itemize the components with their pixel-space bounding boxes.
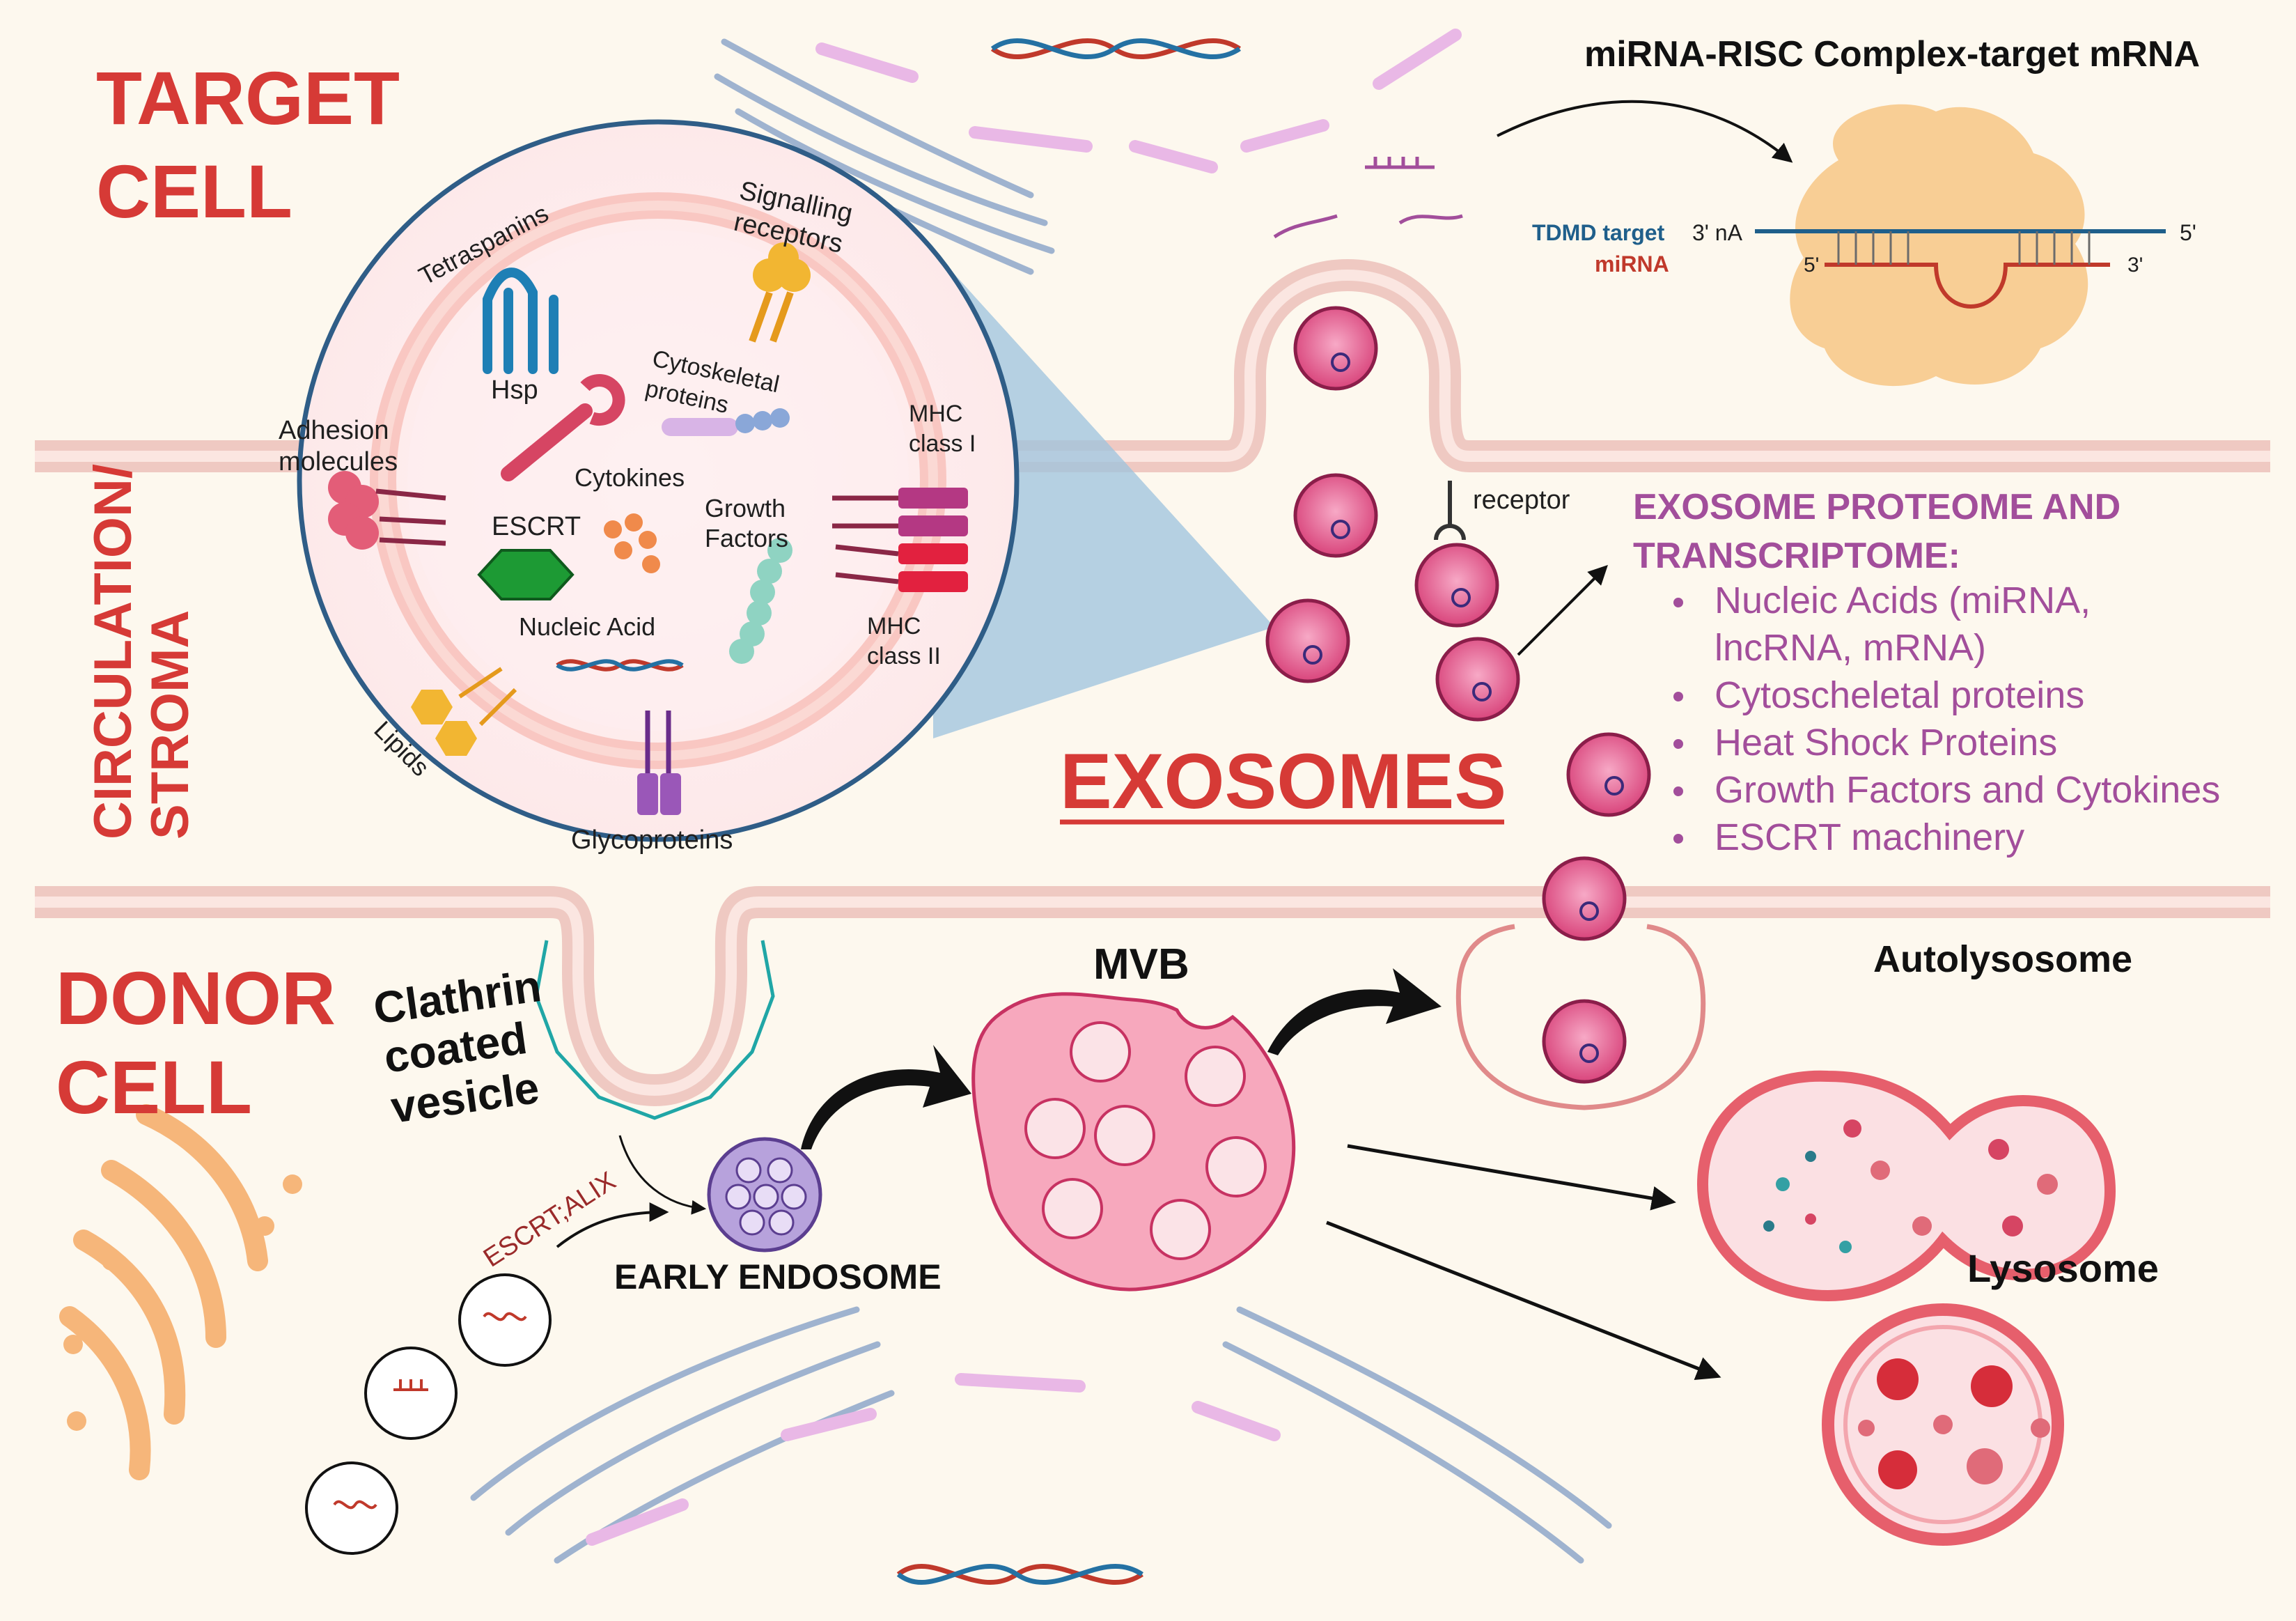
growth-factors-icon <box>729 538 792 664</box>
adhesion-label-1: Adhesion <box>279 416 389 445</box>
exosome-inset: Tetraspanins Signalling receptors Hsp Cy… <box>279 119 1020 855</box>
proteome-item-escrt: ESCRT machinery <box>1715 816 2024 858</box>
hsp-label: Hsp <box>491 375 538 405</box>
golgi-vesicles <box>63 1174 302 1431</box>
circulation-label-1: CIRCULATION/ <box>84 464 143 839</box>
cytokines-label: Cytokines <box>575 463 685 492</box>
lipids-icon <box>411 667 517 756</box>
proteome-item-nucleic-1: Nucleic Acids (miRNA, <box>1715 580 2091 621</box>
mirna-strand <box>1825 263 2110 309</box>
arrow-mvb-to-autolysosome <box>1347 1144 1676 1211</box>
exosomes-title: EXOSOMES <box>1060 738 1506 825</box>
exosome-cargo <box>1303 352 1624 1063</box>
mvb-intraluminal-vesicles <box>1024 1021 1267 1260</box>
cytoskeletal-protein-icon <box>662 408 790 436</box>
glycoproteins-icon <box>637 711 681 815</box>
proteome-bullets <box>1673 598 1683 844</box>
proteome-heading-1: EXOSOME PROTEOME AND <box>1633 487 2121 527</box>
arrow-escrt-to-endosome <box>556 1202 669 1248</box>
lysosome-enzymes <box>1858 1358 2050 1489</box>
exosome <box>1265 598 1350 683</box>
tdmd-target-label: TDMD target <box>1532 220 1665 245</box>
mirna-5p-label: 5' <box>1804 254 1819 277</box>
proteome-item-hsp: Heat Shock Proteins <box>1715 722 2057 763</box>
lower-membrane <box>35 886 2270 1106</box>
mirna-risc-title: miRNA-RISC Complex-target mRNA <box>1584 34 2200 75</box>
growth-factors-label-2: Factors <box>705 524 788 552</box>
exosome <box>1542 856 1627 941</box>
proteome-item-nucleic-2: lncRNA, mRNA) <box>1715 627 1986 669</box>
mvb-membrane-fusion <box>1455 924 1706 1110</box>
adhesion-label-2: molecules <box>279 447 398 476</box>
exosome <box>1566 732 1651 817</box>
lysosome-label: Lysosome <box>1967 1246 2159 1290</box>
nucleic-acid-label: Nucleic Acid <box>519 612 655 641</box>
arrow-mvb-to-secretion <box>1267 968 1442 1055</box>
proteome-heading-2: TRANSCRIPTOME: <box>1633 536 1960 576</box>
proteome-item-cytoskeletal: Cytoscheletal proteins <box>1715 674 2084 716</box>
mirna-3p-label: 3' <box>2127 254 2143 277</box>
mhc-i-label-2: class I <box>909 431 976 457</box>
upper-vesicle-decor <box>815 29 1462 173</box>
early-endosome <box>707 1137 822 1252</box>
mhc-class-i-icon <box>832 488 968 536</box>
target-cell-label-1: TARGET <box>96 56 400 140</box>
risc-complex-blob <box>1790 104 2088 387</box>
inset-bilayer-inner <box>378 201 938 761</box>
exosomes <box>1265 306 1651 1084</box>
mhc-class-ii-icon <box>835 543 968 592</box>
autolysosome-label: Autolysosome <box>1873 938 2132 980</box>
receptor-icon <box>1434 481 1466 541</box>
clathrin-coat <box>534 940 775 1120</box>
mvb-label: MVB <box>1093 940 1189 988</box>
autolysosome-contents <box>1763 1119 2058 1253</box>
mhc-ii-label-1: MHC <box>867 613 921 639</box>
receptor-label: receptor <box>1473 486 1570 515</box>
arrow-vesicle-to-endosome <box>618 1135 707 1215</box>
donor-vesicle-cargo <box>333 1312 527 1510</box>
target-5p-label: 5' <box>2180 220 2196 245</box>
donor-golgi <box>59 1104 268 1480</box>
escrt-label: ESCRT <box>492 512 581 541</box>
signalling-receptor-icon <box>749 242 811 343</box>
proteome-item-growth: Growth Factors and Cytokines <box>1715 769 2220 811</box>
upper-membrane <box>35 259 2270 472</box>
exosome <box>1542 999 1627 1084</box>
circulation-label-2: STROMA <box>141 610 200 839</box>
base-pair-ticks <box>1837 231 2091 265</box>
escrt-alix-label: ESCRT;ALIX <box>478 1166 621 1273</box>
nucleic-acid-icon-strand <box>556 659 684 672</box>
exosome <box>1414 543 1499 628</box>
dna-helix-bottom-strand <box>896 1564 1143 1585</box>
growth-factors-label-1: Growth <box>705 494 786 522</box>
arrow-mvb-to-lysosome <box>1326 1220 1721 1381</box>
arrow-endosome-to-mvb <box>801 1045 971 1149</box>
mirna-label: miRNA <box>1595 251 1669 277</box>
lower-vesicle-decor <box>586 1373 1281 1546</box>
target-3p-label: 3' nA <box>1692 220 1743 245</box>
exosome <box>1293 473 1378 558</box>
mhc-ii-label-2: class II <box>867 643 941 669</box>
hsp-icon <box>501 374 625 481</box>
escrt-hexagon-icon <box>477 549 575 600</box>
glycoproteins-label: Glycoproteins <box>571 825 733 855</box>
inset-projection <box>933 251 1274 738</box>
arrow-to-proteome <box>1517 565 1608 656</box>
dna-helix-top-strand <box>990 38 1241 59</box>
adhesion-molecules-icon <box>328 471 446 550</box>
exosome <box>1435 637 1520 722</box>
donor-cell-label-2: CELL <box>56 1045 252 1129</box>
mhc-i-label-1: MHC <box>909 401 962 427</box>
exosome <box>1293 306 1378 391</box>
arrow-to-risc <box>1497 100 1793 163</box>
cytokines-icon <box>604 513 660 573</box>
tetraspanin-icon <box>483 267 559 374</box>
donor-cell-label-1: DONOR <box>56 956 336 1040</box>
autolysosome <box>1696 1070 2116 1302</box>
early-endosome-label: EARLY ENDOSOME <box>614 1257 942 1296</box>
mirna-hairpins-target <box>1273 157 1463 239</box>
target-cell-label-2: CELL <box>96 149 292 233</box>
